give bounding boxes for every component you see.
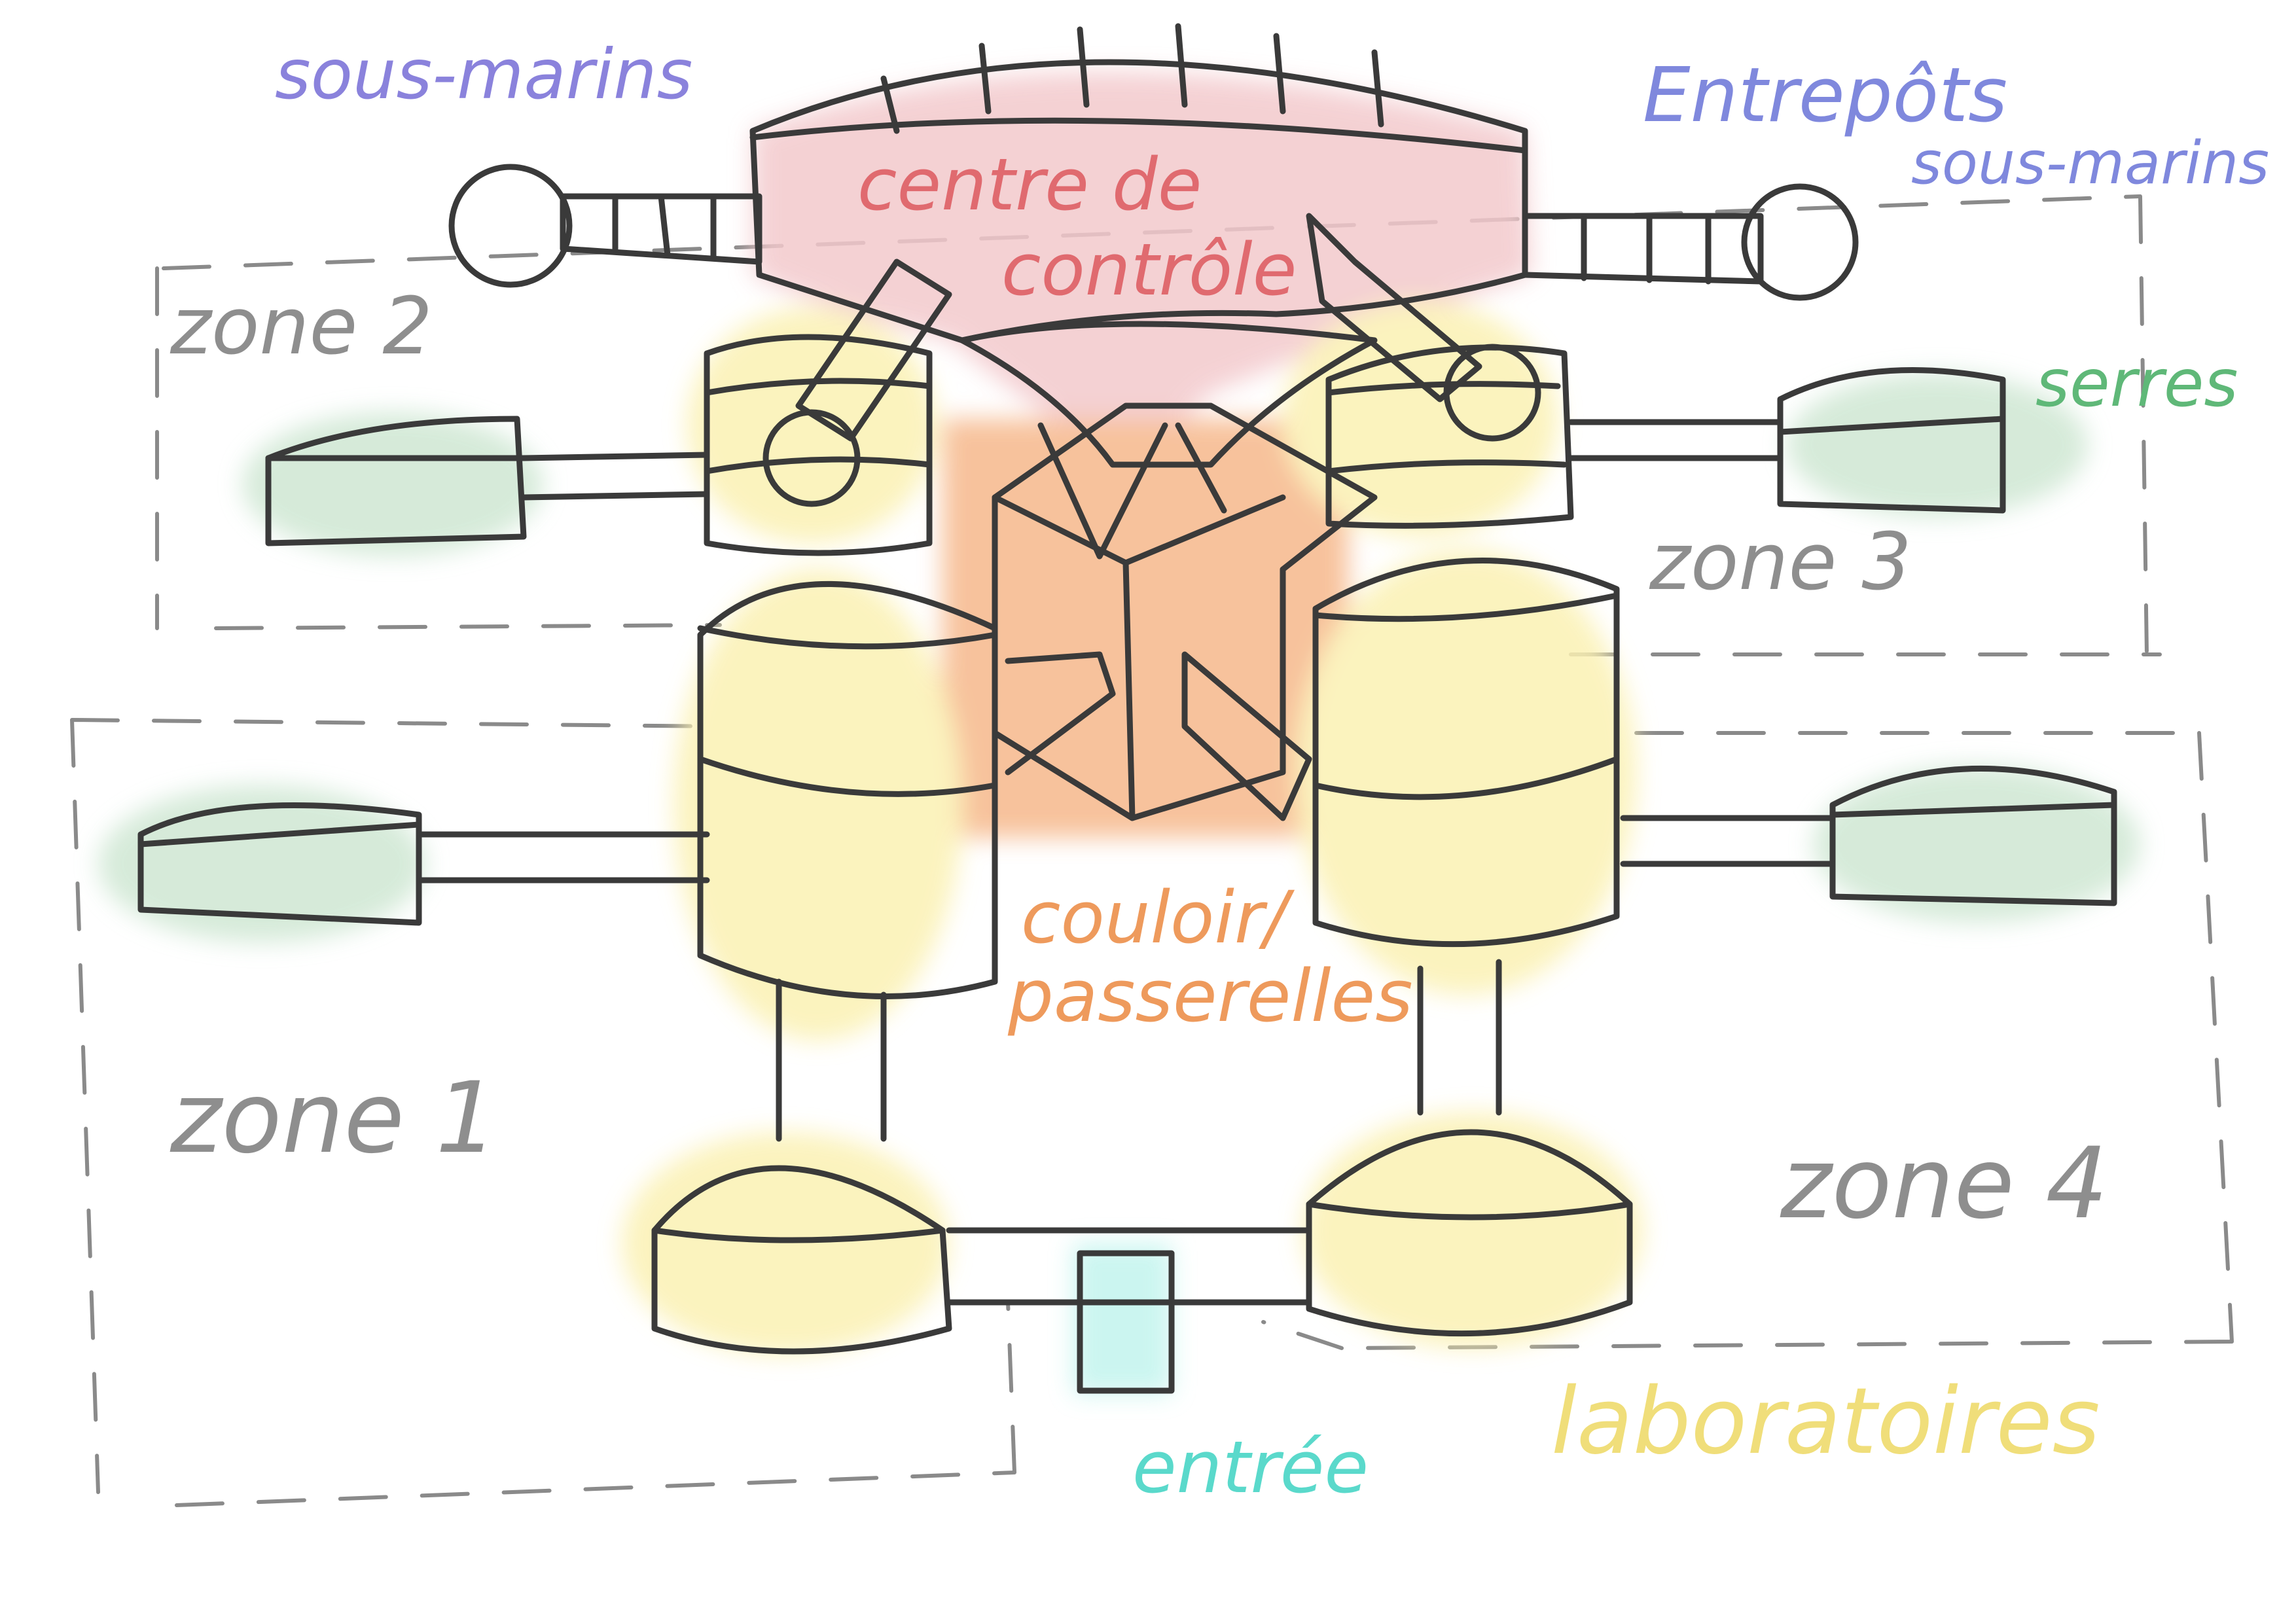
- submarine-inner-right: [1443, 344, 1541, 442]
- lab-dome-bottom-left: [651, 978, 952, 1355]
- label-laboratoires: laboratoires: [1551, 1368, 2100, 1475]
- zone-4-boundary: [1261, 731, 2234, 1350]
- greenhouse-zone4: [1620, 765, 2117, 906]
- label-controle: contrôle: [1001, 228, 1297, 312]
- lab-cylinder-right: [1312, 558, 1620, 948]
- greenhouses: [137, 366, 2117, 926]
- submarine-right: [1741, 183, 1859, 301]
- label-zone-4: zone 4: [1780, 1127, 2108, 1241]
- lab-cylinder-left: [697, 580, 998, 999]
- lab-wash-4: [1283, 301, 1558, 537]
- labels: sous-marins Entrepôts sous-marins centre…: [170, 35, 2269, 1509]
- laboratories: [651, 334, 1633, 1355]
- label-zone-2: zone 2: [170, 281, 433, 372]
- greenhouse-zone2: [265, 416, 710, 546]
- lab-wash-1: [674, 569, 962, 1041]
- lab-wash-3: [687, 308, 936, 543]
- submarine-docks: [448, 164, 1859, 507]
- greenhouse-wash-3: [1787, 373, 2088, 517]
- dock-inner-right: [1306, 213, 1541, 442]
- label-centre-de: centre de: [857, 143, 1202, 226]
- control-wash: [753, 72, 1532, 465]
- greenhouse-wash-1: [242, 412, 543, 556]
- lab-dome-bottom-right: [1306, 959, 1633, 1337]
- bottom-link: [946, 1227, 1312, 1306]
- label-entree: entrée: [1132, 1425, 1369, 1509]
- label-zone-1: zone 1: [170, 1061, 498, 1175]
- label-serres: serres: [2036, 345, 2238, 421]
- greenhouse-zone1: [137, 802, 710, 926]
- label-couloir: couloir/: [1021, 876, 1295, 959]
- entrance-block: [1077, 1250, 1175, 1394]
- label-entrepots-sous-marins: sous-marins: [1911, 129, 2269, 198]
- submarine-inner-left: [762, 409, 861, 507]
- submarine-left: [448, 164, 573, 288]
- control-centre: [749, 23, 1528, 560]
- greenhouse-wash-2: [98, 785, 425, 942]
- dock-inner-left: [762, 259, 952, 507]
- label-passerelles: passerelles: [1007, 954, 1413, 1038]
- lab-wash-6: [1302, 1113, 1643, 1348]
- label-entrepots: Entrepôts: [1643, 52, 2007, 139]
- dock-right: [1522, 183, 1859, 301]
- label-zone-3: zone 3: [1649, 517, 1912, 608]
- corridor-wash: [942, 419, 1348, 838]
- dock-left: [448, 164, 762, 288]
- lab-cylinder-top-right: [1325, 344, 1574, 529]
- lab-wash-2: [1296, 550, 1636, 995]
- corridor-block: [992, 402, 1378, 821]
- label-sous-marins: sous-marins: [275, 35, 692, 115]
- greenhouse-zone3: [1568, 366, 2006, 514]
- entrance-wash: [1073, 1243, 1172, 1394]
